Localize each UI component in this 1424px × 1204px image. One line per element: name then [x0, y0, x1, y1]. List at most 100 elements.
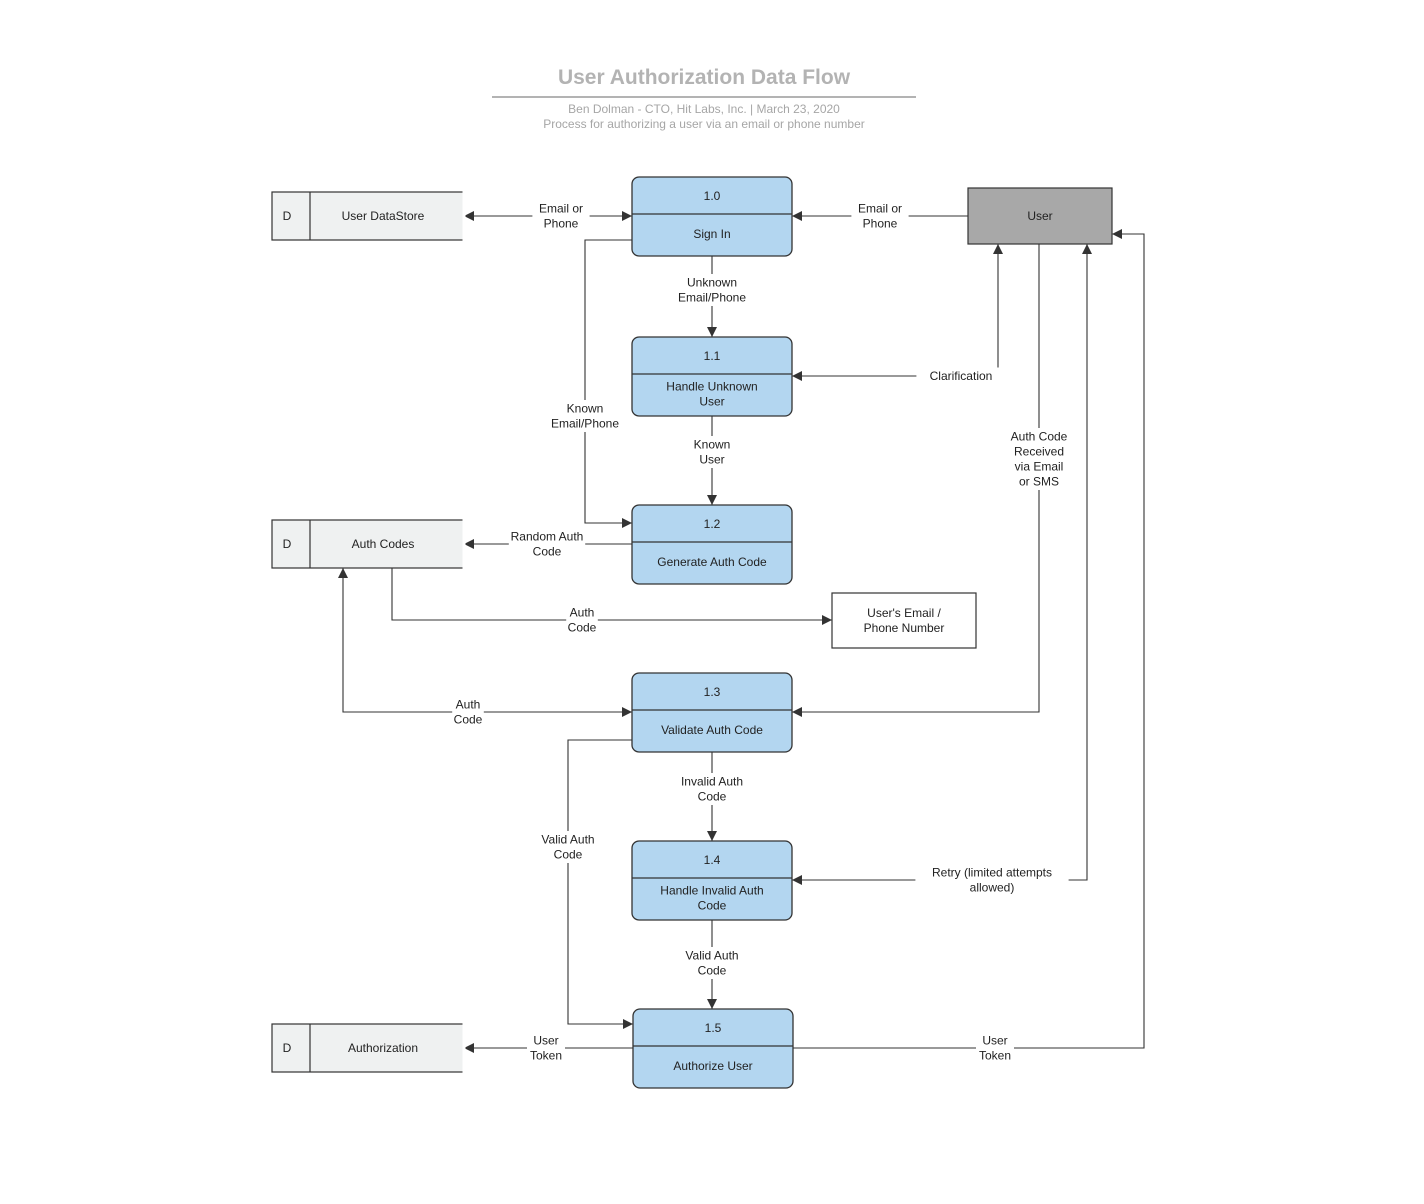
process-number: 1.0 [704, 189, 721, 203]
title-underline [492, 96, 916, 98]
flow-label-backing [915, 864, 1069, 896]
entity-label: User [1027, 209, 1052, 223]
process-box [631, 840, 793, 921]
process-number: 1.4 [704, 853, 721, 867]
process-box [631, 672, 793, 753]
entity-label: User's Email /Phone Number [864, 606, 945, 635]
entity-user[interactable]: User [967, 187, 1113, 245]
diagram-description: Process for authorizing a user via an em… [543, 117, 865, 131]
flow-f4-label: Clarification [930, 369, 993, 383]
flow-label-backing [566, 604, 598, 636]
flow-f5-line [584, 239, 632, 528]
flow-label-backing [1007, 428, 1071, 490]
flow-label-backing [976, 1032, 1014, 1064]
flow-label-backing [916, 367, 1006, 385]
flow-label-backing [532, 200, 590, 232]
datastore-fill [271, 1023, 465, 1073]
datastore-prefix: D [283, 1041, 292, 1055]
process-number: 1.1 [704, 349, 721, 363]
flow-label-backing [546, 400, 624, 432]
flow-label-backing [693, 436, 731, 468]
process-label: Sign In [693, 227, 730, 241]
flow-label-backing [670, 773, 754, 805]
flow-f12-line [567, 739, 633, 1029]
diagram-subtitle: Ben Dolman - CTO, Hit Labs, Inc. | March… [568, 102, 840, 116]
datastore-label: Auth Codes [352, 537, 415, 551]
process-box [631, 176, 793, 257]
flow-f16-line [793, 229, 1145, 1049]
process-box [632, 1008, 794, 1089]
flow-f10-line [338, 568, 632, 717]
datastore-user-datastore[interactable]: D User DataStore [271, 191, 466, 241]
process-number: 1.3 [704, 685, 721, 699]
process-label: Validate Auth Code [661, 723, 763, 737]
flow-f4-line [792, 244, 1003, 381]
process-label: Generate Auth Code [657, 555, 767, 569]
entity-box [967, 187, 1113, 245]
datastore-fill [271, 519, 465, 569]
flow-label-backing [851, 200, 909, 232]
datastore-authorization[interactable]: D Authorization [271, 1023, 466, 1073]
diagram-title: User Authorization Data Flow [557, 66, 851, 89]
datastore-auth-codes[interactable]: D Auth Codes [271, 519, 466, 569]
process-box [631, 336, 793, 417]
entity-box [831, 592, 977, 649]
flow-lines [338, 211, 1145, 1053]
entity-email[interactable]: User's Email /Phone Number [831, 592, 977, 649]
flow-label-backing [527, 1032, 565, 1064]
datastore-prefix: D [283, 209, 292, 223]
process-label: Authorize User [673, 1059, 752, 1073]
datastore-label: Authorization [348, 1041, 418, 1055]
flow-label-backing [533, 831, 603, 863]
datastore-prefix: D [283, 537, 292, 551]
datastore-label: User DataStore [342, 209, 425, 223]
flow-f4-label-group: Clarification [916, 367, 1006, 385]
flow-label-backing [508, 528, 586, 560]
datastore-fill [271, 191, 465, 241]
process-number: 1.2 [704, 517, 721, 531]
flow-label-backing [452, 696, 484, 728]
flow-f13-line [792, 244, 1092, 885]
flow-label-backing [677, 947, 747, 979]
process-box [631, 504, 793, 585]
process-number: 1.5 [705, 1021, 722, 1035]
